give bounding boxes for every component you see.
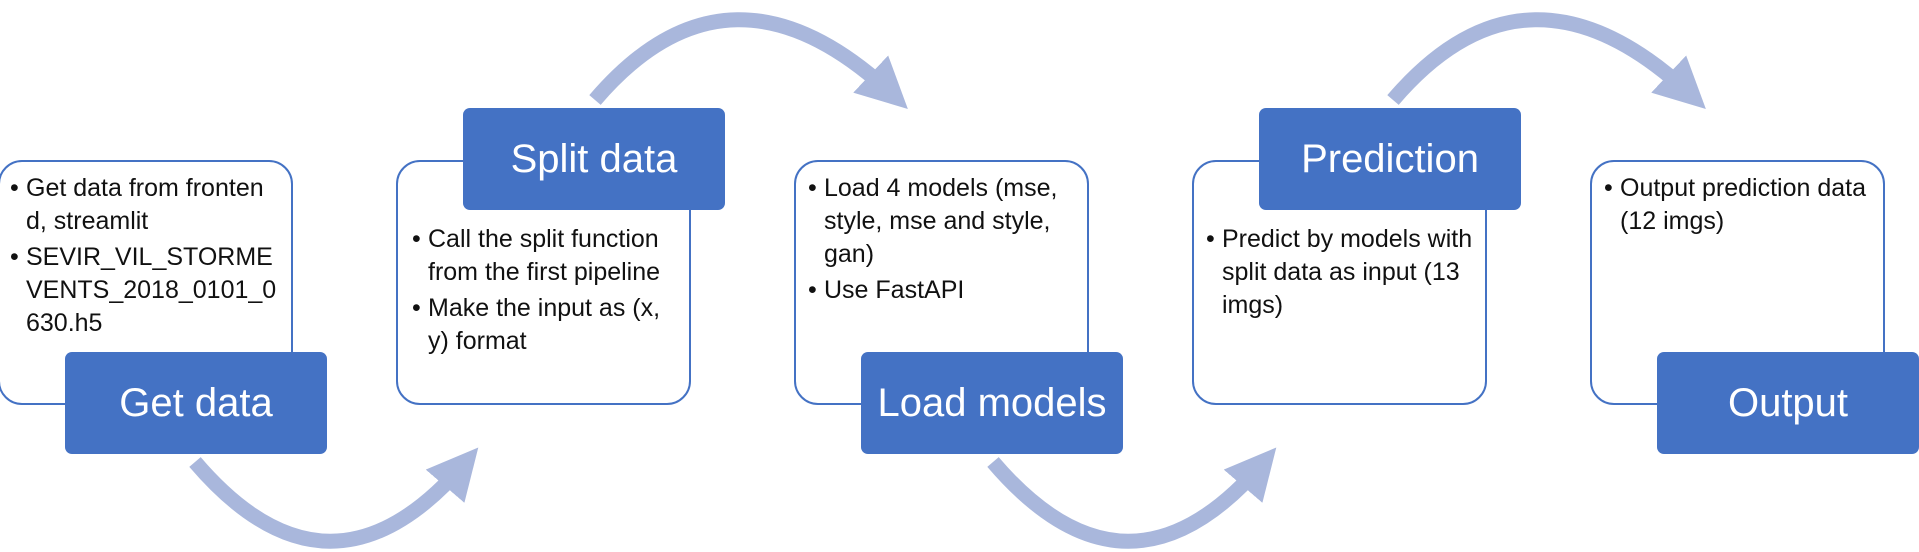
arrow-prediction-to-output [1387,12,1706,109]
bullet-item: Predict by models with split data as inp… [1206,223,1478,322]
step-label-output: Output [1657,352,1919,454]
bullet-item: Get data from frontend, streamlit [10,172,278,238]
bullet-item: Output prediction data (12 imgs) [1604,172,1876,238]
bullet-list: Output prediction data (12 imgs) [1604,172,1876,241]
arrow-split-to-load [589,12,908,109]
bullet-list: Predict by models with split data as inp… [1206,223,1478,325]
arrow-load-to-prediction [987,447,1277,549]
bullet-item: SEVIR_VIL_STORMEVENTS_2018_0101_0630.h5 [10,241,278,340]
step-card-get-data: Get data from frontend, streamlit SEVIR_… [0,160,293,405]
bullet-item: Use FastAPI [808,274,1080,307]
arrow-get-to-split [189,447,479,549]
step-label-load-models: Load models [861,352,1123,454]
bullet-list: Load 4 models (mse, style, mse and style… [808,172,1080,310]
bullet-item: Call the split function from the first p… [412,223,682,289]
bullet-list: Call the split function from the first p… [412,223,682,361]
bullet-item: Make the input as (x, y) format [412,292,682,358]
bullet-item: Load 4 models (mse, style, mse and style… [808,172,1080,271]
step-label-prediction: Prediction [1259,108,1521,210]
step-label-get-data: Get data [65,352,327,454]
step-label-split-data: Split data [463,108,725,210]
bullet-list: Get data from frontend, streamlit SEVIR_… [10,172,278,343]
